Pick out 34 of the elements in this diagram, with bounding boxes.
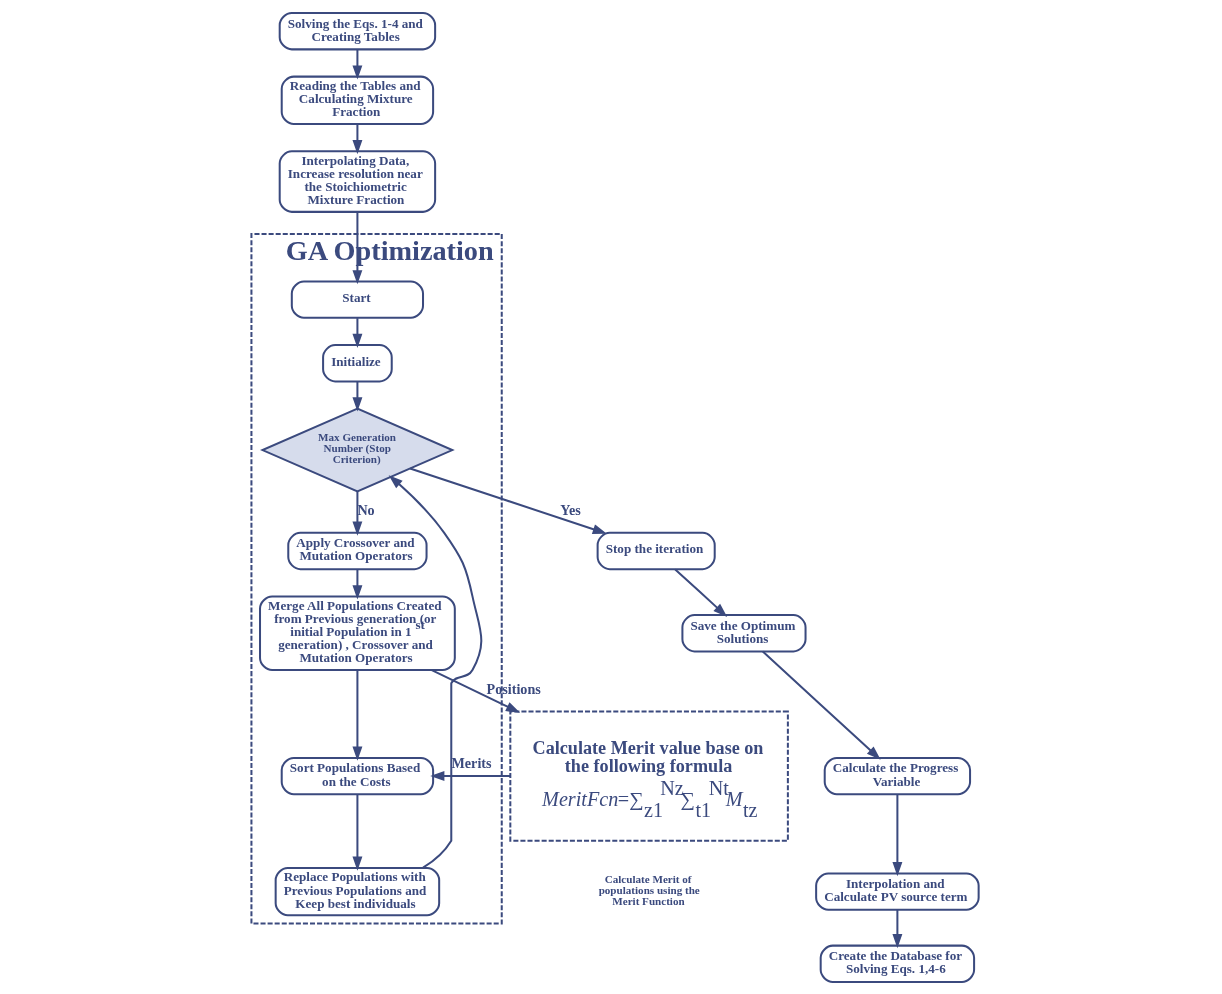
label: Calculate Merit of populations using the Merit Function [598,872,700,907]
arrow [352,491,363,536]
edge-label: Merits [451,754,492,771]
arrow [430,770,511,781]
arrow [409,467,607,534]
edge-label: Positions [486,680,541,697]
node-box: Interpolation and Calculate PV source term [815,871,980,911]
arrow [352,317,363,348]
node-box: Apply Crossover and Mutation Operators [287,531,428,570]
node-box: Initialize [322,343,393,382]
arrow [352,793,363,871]
node-box: Solving the Eqs. 1-4 and Creating Tables [278,11,437,50]
node-box: Create the Database for Solving Eqs. 1,4-6 [819,944,976,983]
node-box: Interpolating Data, Increase resolution near the Stoichiometric Mixture Fraction [278,149,437,213]
node-box: Sort Populations Based on the Costs [280,756,435,795]
arrow [352,381,363,411]
node-box: Start [290,280,425,319]
arrow [388,474,483,868]
node-box: Reading the Tables and Calculating Mixture Fraction [280,75,435,125]
node-box: Calculate the Progress Variable [823,756,972,795]
arrow [431,668,521,713]
arrow [674,568,728,617]
node-box: Stop the iteration [596,531,716,570]
node-box: Replace Populations with Previous Populations and Keep best individuals [274,866,441,916]
node-diamond: Max Generation Number (Stop Criterion) [260,407,455,493]
arrow [352,669,363,761]
arrow [352,123,363,154]
edge-label: Yes [560,501,581,518]
arrow [352,568,363,599]
arrow [762,650,881,760]
edge-label: No [357,501,375,518]
arrow [892,793,903,876]
node-box: Save the Optimum Solutions [681,613,807,652]
arrow [892,909,903,948]
